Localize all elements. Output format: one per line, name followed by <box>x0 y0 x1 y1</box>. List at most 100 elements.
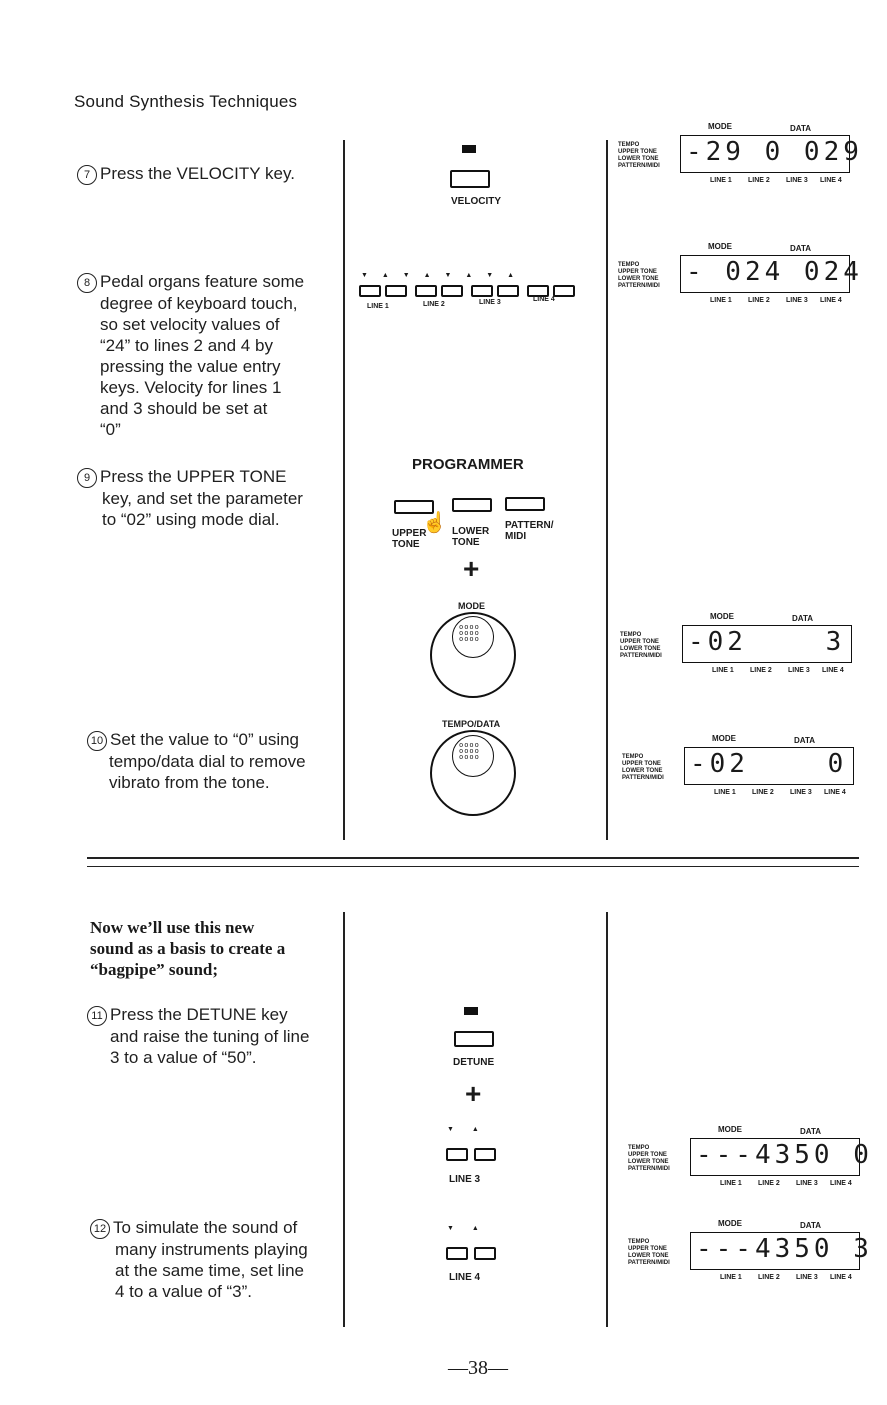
step-line: and raise the tuning of line <box>110 1027 310 1046</box>
plus-icon: + <box>465 1078 482 1109</box>
step-line: keys. Velocity for lines 1 <box>100 378 282 397</box>
arrow-markers: ▼ ▲ ▼ ▲ ▼ ▲ ▼ ▲ <box>361 272 521 279</box>
lcd-line1-label: LINE 1 <box>710 297 732 304</box>
hand-pointer-icon: ☝ <box>422 512 447 534</box>
lcd-line4-label: LINE 4 <box>822 667 844 674</box>
line4-label: LINE 4 <box>449 1272 481 1283</box>
lcd-upper-label: UPPER TONE <box>628 1246 667 1252</box>
lcd-tempo-label: TEMPO <box>618 142 640 148</box>
lcd-line3-label: LINE 3 <box>796 1274 818 1281</box>
lcd-line2-label: LINE 2 <box>748 177 770 184</box>
step-line: 3 to a value of “50”. <box>110 1048 257 1067</box>
lcd-mode-label: MODE <box>718 1125 742 1134</box>
lcd-data-label: DATA <box>794 736 816 745</box>
line4-up-key[interactable] <box>553 285 575 297</box>
step-line: to “02” using mode dial. <box>102 510 280 529</box>
step-number: 10 <box>87 731 107 751</box>
step-line: Pedal organs feature some <box>100 272 305 291</box>
line3-down-key[interactable] <box>446 1148 468 1161</box>
mode-dial-knob <box>452 616 494 658</box>
upper-tone-label: UPPER TONE <box>392 528 427 550</box>
lcd-line3-label: LINE 3 <box>790 789 812 796</box>
line3-down-key[interactable] <box>471 285 493 297</box>
line4-arrows: ▼ ▲ <box>447 1225 487 1232</box>
lcd-upper-label: UPPER TONE <box>620 639 659 645</box>
detune-key[interactable] <box>454 1031 494 1047</box>
lcd-line2-label: LINE 2 <box>748 297 770 304</box>
line2-down-key[interactable] <box>415 285 437 297</box>
step-number: 8 <box>77 273 97 293</box>
step-line: To simulate the sound of <box>113 1218 298 1237</box>
line2-up-key[interactable] <box>441 285 463 297</box>
lcd-screen <box>684 747 854 785</box>
line3-label: LINE 3 <box>449 1174 481 1185</box>
value-entry-keys: ▼ ▲ ▼ ▲ ▼ ▲ ▼ ▲ LINE 1 LINE 2 LINE 3 LIN… <box>357 272 577 312</box>
tempo-data-label: TEMPO/DATA <box>442 719 501 729</box>
lcd-lower-label: LOWER TONE <box>618 276 659 282</box>
lcd-readout: -29 0 029 <box>686 137 863 167</box>
line4-up-key[interactable] <box>474 1247 496 1260</box>
lcd-pattern-label: PATTERN/MIDI <box>622 775 664 781</box>
lcd-pattern-label: PATTERN/MIDI <box>628 1166 670 1172</box>
lcd-readout: ---4350 0 <box>696 1140 873 1170</box>
step-number: 11 <box>87 1006 107 1026</box>
section-divider <box>87 857 859 859</box>
lcd-line2-label: LINE 2 <box>758 1274 780 1281</box>
lcd-data-label: DATA <box>792 614 814 623</box>
line3-up-key[interactable] <box>474 1148 496 1161</box>
line1-label: LINE 1 <box>367 303 389 310</box>
lcd-mode-label: MODE <box>708 242 732 251</box>
step-line: 4 to a value of “3”. <box>115 1282 253 1301</box>
lcd-line2-label: LINE 2 <box>758 1180 780 1187</box>
step-text: Press the VELOCITY key. <box>100 164 295 183</box>
lcd-readout: - 024 024 <box>686 257 863 287</box>
line1-down-key[interactable] <box>359 285 381 297</box>
velocity-key[interactable] <box>450 170 490 188</box>
bagpipe-intro: Now we’ll use this new sound as a basis … <box>90 917 335 980</box>
column-divider <box>343 912 345 1327</box>
lcd-line1-label: LINE 1 <box>720 1180 742 1187</box>
line3-up-key[interactable] <box>497 285 519 297</box>
lcd-line4-label: LINE 4 <box>824 789 846 796</box>
upper-tone-key[interactable] <box>394 500 434 514</box>
line1-up-key[interactable] <box>385 285 407 297</box>
lcd-screen <box>690 1232 860 1270</box>
line2-label: LINE 2 <box>423 301 445 308</box>
line4-down-key[interactable] <box>527 285 549 297</box>
line3-arrows: ▼ ▲ <box>447 1126 487 1133</box>
line4-down-key[interactable] <box>446 1247 468 1260</box>
pattern-midi-key[interactable] <box>505 497 545 511</box>
lcd-tempo-label: TEMPO <box>620 632 642 638</box>
lcd-screen <box>680 135 850 173</box>
intro-line: “bagpipe” sound; <box>90 960 219 979</box>
step-line: pressing the value entry <box>100 357 281 376</box>
step-line: vibrato from the tone. <box>109 773 270 792</box>
lcd-upper-label: UPPER TONE <box>622 761 661 767</box>
intro-line: sound as a basis to create a <box>90 939 286 958</box>
lcd-lower-label: LOWER TONE <box>618 156 659 162</box>
lcd-upper-label: UPPER TONE <box>618 149 657 155</box>
step-line: tempo/data dial to remove <box>109 752 306 771</box>
step-line: key, and set the parameter <box>102 489 303 508</box>
step-line: at the same time, set line <box>115 1261 304 1280</box>
mode-label: MODE <box>458 601 485 611</box>
line4-label: LINE 4 <box>533 296 555 303</box>
step-line: Press the UPPER TONE <box>100 467 287 486</box>
lcd-line2-label: LINE 2 <box>750 667 772 674</box>
lcd-line4-label: LINE 4 <box>820 177 842 184</box>
step-line: “24” to lines 2 and 4 by <box>100 336 273 355</box>
page-header: Sound Synthesis Techniques <box>74 92 298 111</box>
lower-tone-key[interactable] <box>452 498 492 512</box>
lcd-tempo-label: TEMPO <box>628 1239 650 1245</box>
lcd-lower-label: LOWER TONE <box>620 646 661 652</box>
detune-label: DETUNE <box>453 1057 495 1068</box>
lcd-upper-label: UPPER TONE <box>618 269 657 275</box>
lcd-data-label: DATA <box>790 244 812 253</box>
